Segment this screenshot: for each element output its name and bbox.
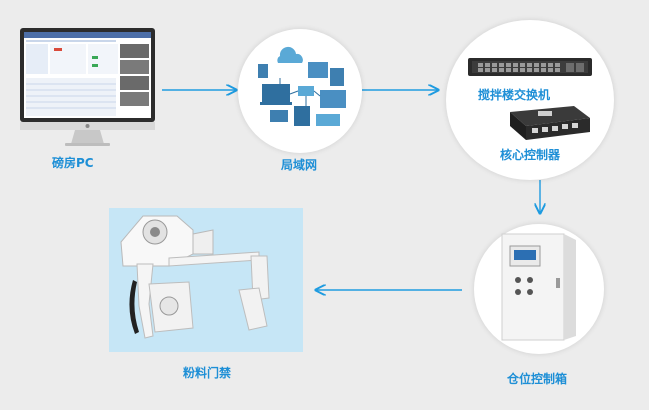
powder-gate-device-icon	[120, 215, 270, 339]
lan-label: 局域网	[281, 158, 318, 172]
network-devices-icon	[258, 46, 346, 126]
switch-label: 搅拌楼交换机	[478, 88, 551, 102]
switch-controller-circle	[446, 20, 614, 180]
switch-icon	[468, 58, 592, 76]
pc-label: 磅房PC	[52, 156, 94, 170]
pc-monitor	[20, 28, 155, 146]
monitor-icon	[20, 28, 155, 146]
control-cabinet-icon	[501, 233, 576, 341]
controller-label: 核心控制器	[500, 148, 561, 162]
cabinet-label: 仓位控制箱	[507, 372, 568, 386]
gate-label: 粉料门禁	[183, 366, 232, 380]
controller-icon	[510, 106, 590, 140]
